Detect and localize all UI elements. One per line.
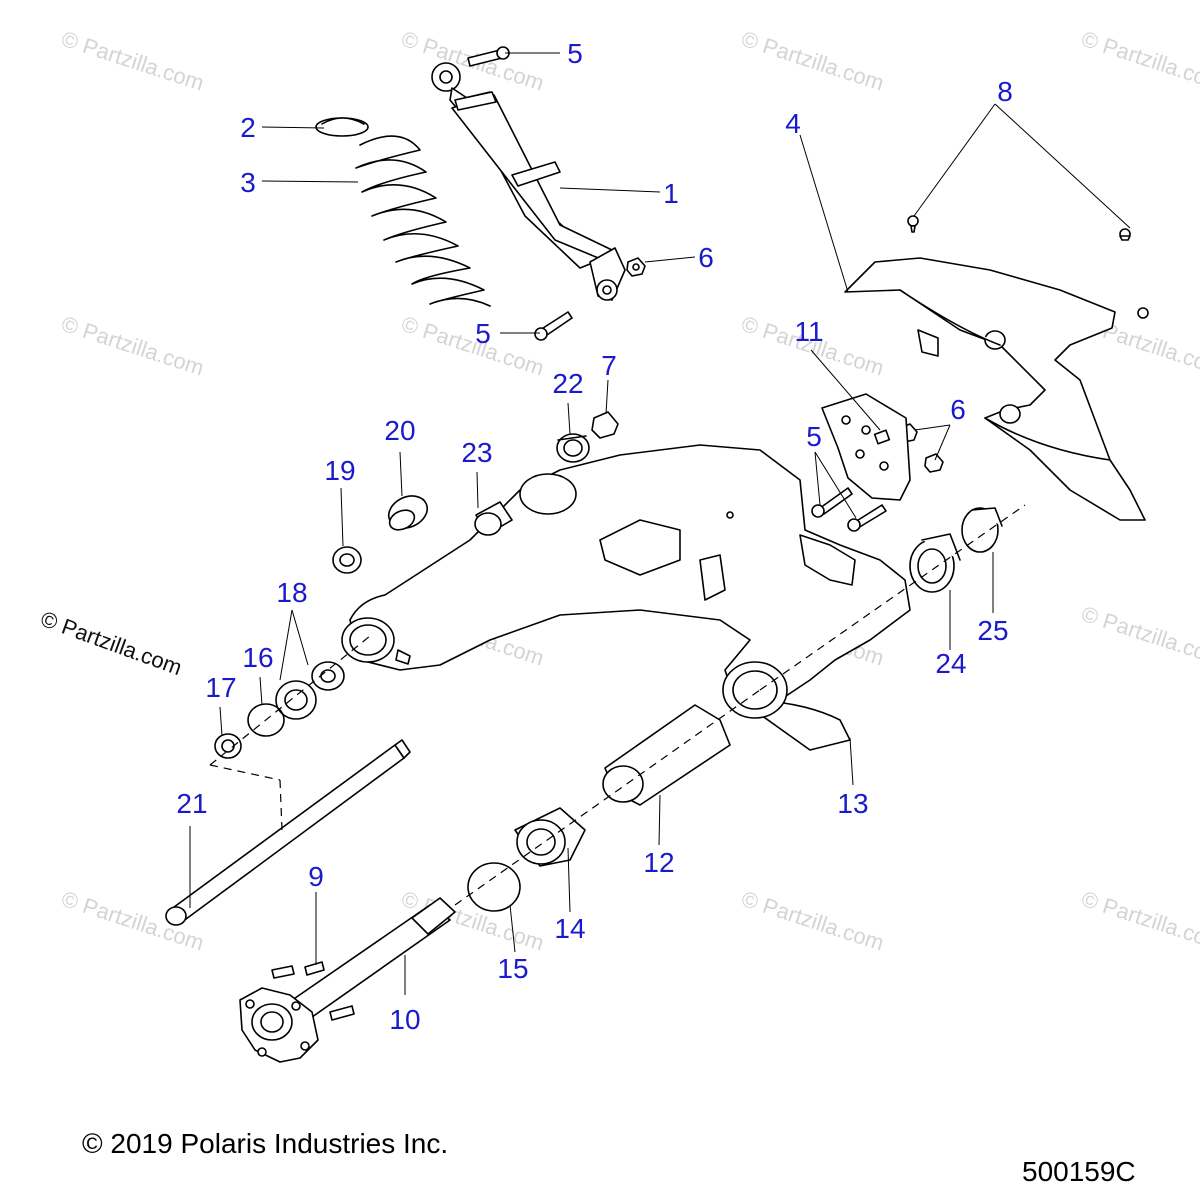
callout-17: 17 <box>205 672 236 703</box>
callout-8: 8 <box>997 76 1013 107</box>
callout-5: 5 <box>806 421 822 452</box>
bushing-part <box>474 501 513 536</box>
watermark: © Partzilla.com <box>738 886 887 956</box>
callout-6: 6 <box>698 242 714 273</box>
screw-part <box>907 215 1149 319</box>
callout-5: 5 <box>475 318 491 349</box>
callout-6: 6 <box>950 394 966 425</box>
callout-24: 24 <box>935 648 966 679</box>
callout-11: 11 <box>794 316 823 347</box>
pivot-bearing-part <box>275 661 345 720</box>
callout-18: 18 <box>276 577 307 608</box>
callout-19: 19 <box>324 455 355 486</box>
swing-arm-part <box>341 444 911 751</box>
callout-25: 25 <box>977 615 1008 646</box>
callout-4: 4 <box>785 108 801 139</box>
axle-part <box>239 897 456 1063</box>
assembly-centerlines <box>209 504 1026 906</box>
callout-9: 9 <box>308 861 324 892</box>
watermark: © Partzilla.com <box>58 311 207 381</box>
nut-part <box>626 257 646 277</box>
watermark: © Partzilla.com <box>738 26 887 96</box>
bolt-part <box>467 46 510 67</box>
copyright-notice: © 2019 Polaris Industries Inc. <box>82 1128 449 1159</box>
snap-ring-part <box>467 862 521 912</box>
bearing-part <box>909 533 961 593</box>
callout-20: 20 <box>384 415 415 446</box>
watermark: © Partzilla.com <box>58 26 207 96</box>
watermark: © Partzilla.com <box>1078 26 1200 96</box>
callout-22: 22 <box>552 368 583 399</box>
chain-guard-part <box>844 257 1146 521</box>
stud-part <box>271 961 355 1021</box>
callout-21: 21 <box>176 788 207 819</box>
watermark: © Partzilla.com <box>1078 886 1200 956</box>
callout-10: 10 <box>389 1004 420 1035</box>
watermark: © Partzilla.com <box>398 311 547 381</box>
bushing-part <box>961 507 1003 553</box>
bearing-part <box>556 433 590 463</box>
wheel-bearing-part <box>514 807 586 867</box>
spring-retainer-part <box>315 117 369 137</box>
callout-5: 5 <box>567 38 583 69</box>
callout-1: 1 <box>663 178 679 209</box>
spacer-tube-part <box>602 704 731 806</box>
coil-spring-part <box>355 135 491 307</box>
bolt-part <box>534 311 573 341</box>
callout-layer: 1 2 3 4 5 5 5 6 6 7 8 9 10 11 12 13 14 1… <box>176 38 1012 1035</box>
nut-part <box>591 411 619 439</box>
callout-3: 3 <box>240 167 256 198</box>
seal-part <box>387 495 429 531</box>
leader-lines <box>189 52 1131 995</box>
callout-14: 14 <box>554 913 585 944</box>
watermark: © Partzilla.com <box>1078 601 1200 671</box>
callout-16: 16 <box>242 642 273 673</box>
spacer-part <box>332 546 362 574</box>
shock-absorber-part <box>431 62 626 301</box>
snap-ring-part <box>247 703 285 737</box>
cap-part <box>214 733 242 759</box>
diagram-part-number: 500159C <box>1022 1156 1136 1187</box>
callout-7: 7 <box>601 350 617 381</box>
callout-15: 15 <box>497 953 528 984</box>
callout-23: 23 <box>461 437 492 468</box>
callout-13: 13 <box>837 788 868 819</box>
pivot-shaft-part <box>165 739 411 926</box>
bolt-part <box>811 487 887 532</box>
callout-12: 12 <box>643 847 674 878</box>
shock-bracket-part <box>821 393 911 501</box>
callout-2: 2 <box>240 112 256 143</box>
